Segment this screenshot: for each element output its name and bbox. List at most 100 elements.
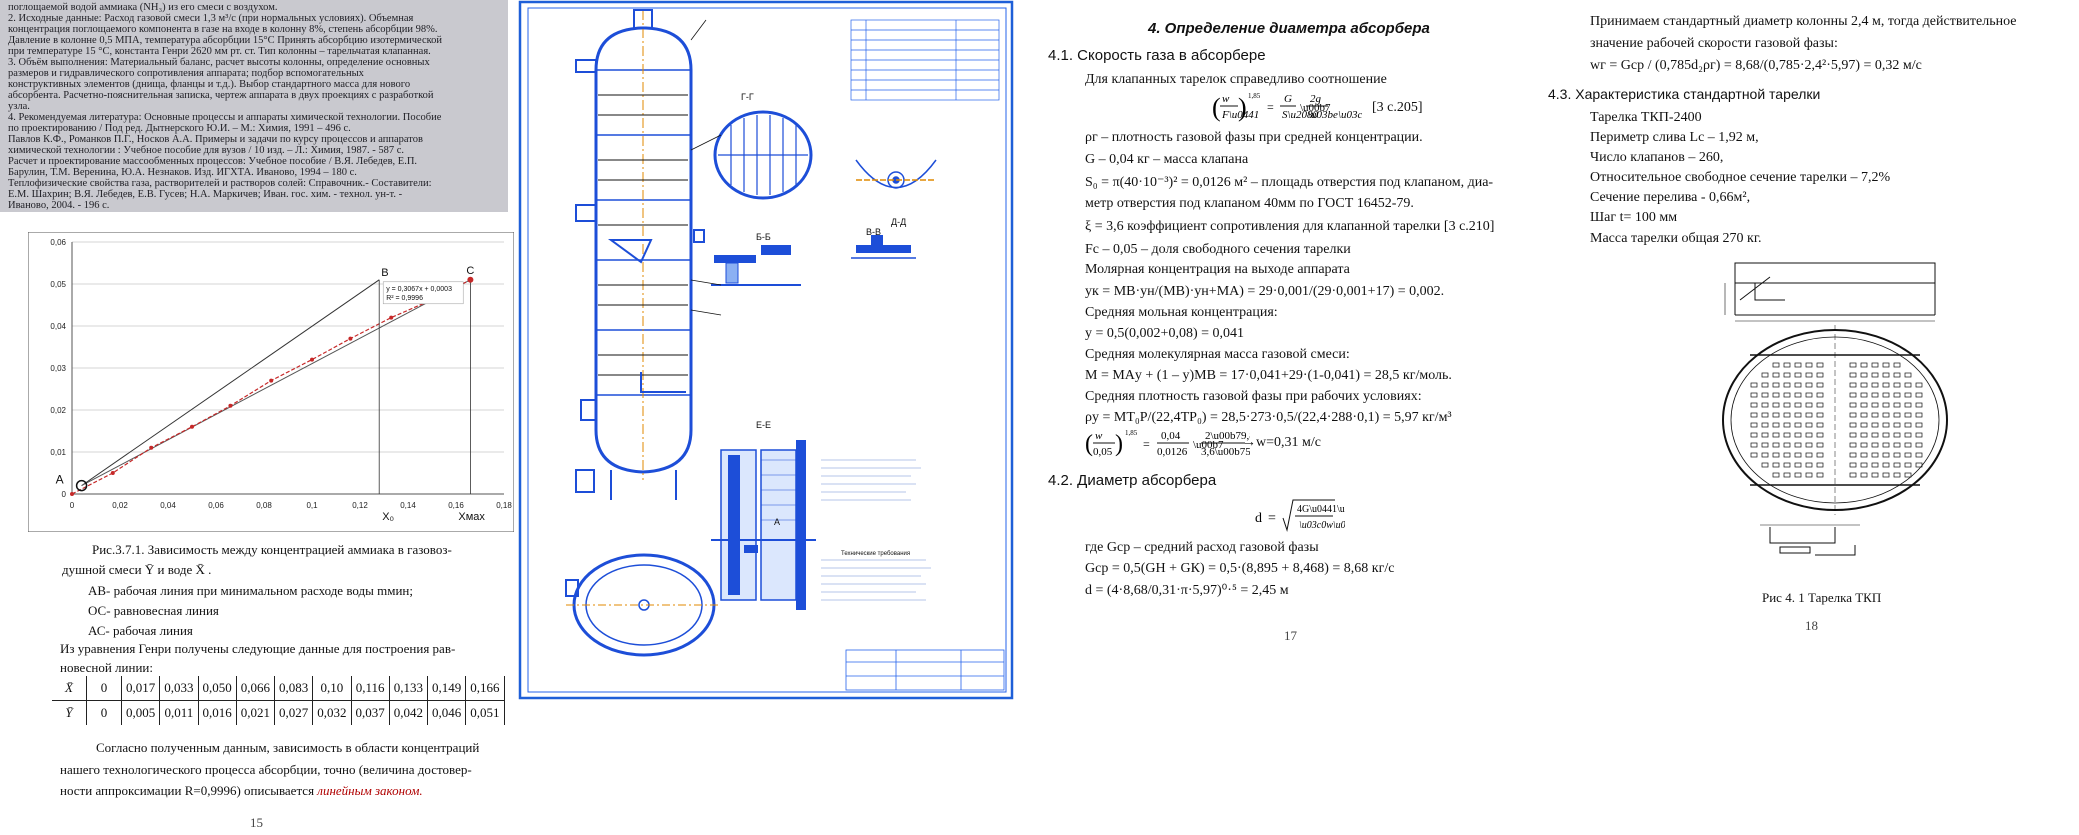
view-label-bb: Б-Б	[756, 232, 771, 242]
view-label-vv: В-В	[866, 227, 881, 237]
p3-line10: Средняя мольная концентрация:	[1085, 305, 1278, 320]
x-tick-label: 0,02	[112, 501, 128, 510]
tray-detail	[1760, 524, 1860, 556]
table-cell: 0,133	[388, 676, 429, 701]
svg-text:2\u00b79,8: 2\u00b79,8	[1205, 430, 1250, 442]
valve	[1893, 412, 1901, 418]
valve	[1794, 372, 1802, 378]
p3-line17: Gср = 0,5(GН + GК) = 0,5·(8,895 + 8,468)…	[1085, 561, 1395, 576]
valve	[1816, 372, 1824, 378]
valve	[1904, 412, 1912, 418]
y-tick-label: 0,01	[50, 448, 66, 457]
equilibrium-point	[149, 445, 154, 450]
section-title-4: 4. Определение диаметра абсорбера	[1148, 20, 1430, 37]
svg-text:0,05: 0,05	[1093, 446, 1113, 458]
view-label-ee: Е-Е	[756, 420, 771, 430]
svg-text:w: w	[1222, 93, 1230, 105]
valve	[1783, 462, 1791, 468]
conclusion-line3: ности аппроксимации R=0,9996) описываетс…	[60, 783, 423, 799]
column-body	[594, 26, 693, 474]
y-tick-label: 0,05	[50, 280, 66, 289]
valve	[1849, 462, 1857, 468]
valve	[1882, 362, 1890, 368]
tray-side-view	[1724, 262, 1936, 322]
page-number-18: 18	[1805, 618, 1818, 633]
svg-text:(: (	[1085, 431, 1093, 457]
detail-bb	[711, 245, 801, 286]
tech-notes-title: Технические требования	[841, 551, 910, 557]
valve	[1805, 452, 1813, 458]
valve	[1761, 462, 1769, 468]
valve	[1893, 472, 1901, 478]
scan-line: Барулин, Т.М. Веренина, Ю.А. Незнаков. И…	[8, 167, 357, 178]
svg-text:F\u0441: F\u0441	[1221, 109, 1259, 121]
valve	[1783, 452, 1791, 458]
tray-valve-grid	[1750, 362, 1923, 478]
valve	[1904, 442, 1912, 448]
valve	[1750, 452, 1758, 458]
valve	[1893, 422, 1901, 428]
valve	[1860, 372, 1868, 378]
scan-line: 4. Рекомендуемая литература: Основные пр…	[8, 112, 442, 123]
inlet-nozzle	[607, 239, 653, 264]
scan-line: абсорбента. Расчетно-пояснительная запис…	[8, 90, 434, 101]
valve	[1882, 432, 1890, 438]
p3-line13: M = MАy + (1 – y)MВ = 17·0,041+29·(1-0,0…	[1085, 368, 1452, 383]
valve	[1849, 432, 1857, 438]
valve	[1783, 412, 1791, 418]
valve	[1849, 442, 1857, 448]
valve	[1750, 442, 1758, 448]
valve	[1904, 462, 1912, 468]
valve	[1794, 402, 1802, 408]
valve	[1915, 442, 1923, 448]
nozzle-detail	[855, 159, 937, 189]
valve	[1783, 422, 1791, 428]
scan-line: 3. Объём выполнения: Материальный баланс…	[8, 57, 430, 68]
valve	[1915, 422, 1923, 428]
valve	[1882, 372, 1890, 378]
scan-line: Павлов К.Ф., Романков П.Г., Носков А.А. …	[8, 134, 423, 145]
x-tick-label: 0,04	[160, 501, 176, 510]
valve	[1860, 382, 1868, 388]
page-number-17: 17	[1284, 628, 1297, 643]
valve	[1772, 362, 1780, 368]
valve	[1772, 402, 1780, 408]
valve	[1761, 382, 1769, 388]
x-tick-label: 0,18	[496, 501, 512, 510]
valve	[1871, 452, 1879, 458]
valve	[1893, 392, 1901, 398]
tray-plan-view	[1722, 325, 1948, 515]
scan-line: Иваново, 2004. - 196 с.	[8, 200, 110, 211]
valve	[1893, 372, 1901, 378]
valve	[1772, 392, 1780, 398]
formula-result-velocity: →w=0,31 м/с	[1242, 435, 1321, 450]
y-tick-label: 0	[62, 490, 67, 499]
valve	[1772, 462, 1780, 468]
point-c-label: C	[466, 265, 474, 277]
conclusion-line1: Согласно полученным данным, зависимость …	[96, 740, 480, 755]
valve	[1882, 412, 1890, 418]
valve	[1750, 432, 1758, 438]
valve	[1882, 442, 1890, 448]
valve	[1783, 362, 1791, 368]
valve	[1893, 382, 1901, 388]
y-tick-label: 0,03	[50, 364, 66, 373]
valve	[1783, 392, 1791, 398]
table-cell: 0,149	[426, 676, 467, 701]
svg-text:0,0126: 0,0126	[1157, 446, 1188, 458]
valve	[1904, 382, 1912, 388]
scan-line: Е.М. Шахрин; В.Я. Лебедев, Е.В. Гусев; Н…	[8, 189, 403, 200]
valve	[1871, 472, 1879, 478]
x-tick-label: 0,12	[352, 501, 368, 510]
x0-label: X₀	[382, 511, 394, 523]
valve	[1860, 402, 1868, 408]
valve	[1882, 422, 1890, 428]
p3-line3: G – 0,04 кг – масса клапана	[1085, 152, 1249, 167]
valve	[1871, 432, 1879, 438]
valve	[1794, 362, 1802, 368]
scan-line: концентрация поглощаемого компонента в г…	[8, 24, 438, 35]
section-gg	[713, 110, 813, 200]
scan-line: при температуре 15 °С, константа Генри 2…	[8, 46, 431, 57]
